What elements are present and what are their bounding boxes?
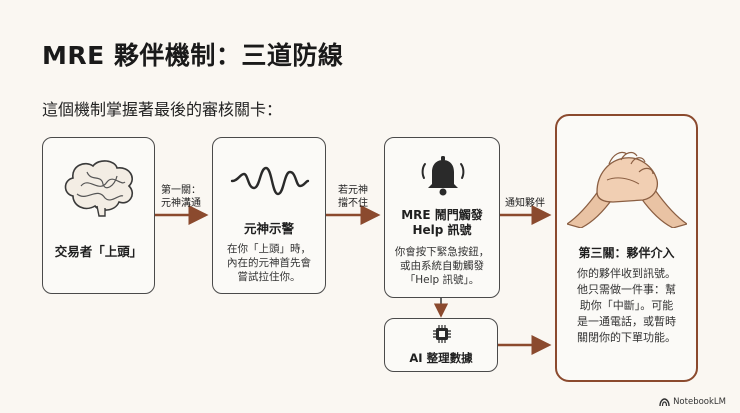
page-title: MRE 夥伴機制：三道防線 — [42, 41, 344, 70]
node-trader: 交易者「上頭」 — [42, 137, 155, 294]
mre-title: MRE 鬧門觸發 Help 訊號 — [401, 208, 483, 237]
spirit-title: 元神示警 — [243, 221, 294, 236]
notebooklm-watermark: NotebookLM — [659, 397, 726, 407]
partner-desc: 你的夥伴收到訊號。 他只需做一件事：幫 助你「中斷」。可能 是一通電話，或暫時 … — [577, 267, 676, 344]
page-subtitle: 這個機制掌握著最後的審核關卡： — [42, 100, 283, 119]
ai-label: AI 整理數據 — [409, 351, 473, 365]
mre-desc: 你會按下緊急按鈕， 或由系統自動觸發 「Help 訊號」。 — [394, 246, 490, 286]
handshake-icon — [567, 151, 687, 228]
node-partner: 第三關：夥伴介入 你的夥伴收到訊號。 他只需做一件事：幫 助你「中斷」。可能 是… — [555, 114, 698, 382]
node-spirit: 元神示警 在你「上頭」時， 內在的元神首先會 嘗試拉住你。 — [212, 137, 326, 294]
node-mre: MRE 鬧門觸發 Help 訊號 你會按下緊急按鈕， 或由系統自動觸發 「Hel… — [384, 137, 500, 298]
bell-icon — [421, 156, 465, 196]
edge-label-third: 通知夥伴 — [505, 198, 545, 209]
chip-icon — [433, 325, 451, 343]
footer-label: NotebookLM — [673, 397, 726, 407]
edge-label-first: 第一關： 元神溝通 — [161, 185, 201, 209]
partner-title: 第三關：夥伴介入 — [578, 246, 675, 260]
node-ai: AI 整理數據 — [384, 318, 498, 372]
notebooklm-logo-icon — [659, 397, 670, 406]
spirit-desc: 在你「上頭」時， 內在的元神首先會 嘗試拉住你。 — [227, 243, 311, 283]
edge-label-second: 若元神 擋不住 — [338, 185, 368, 209]
brain-icon — [64, 160, 134, 217]
wave-icon — [230, 166, 310, 196]
trader-label: 交易者「上頭」 — [54, 244, 143, 259]
